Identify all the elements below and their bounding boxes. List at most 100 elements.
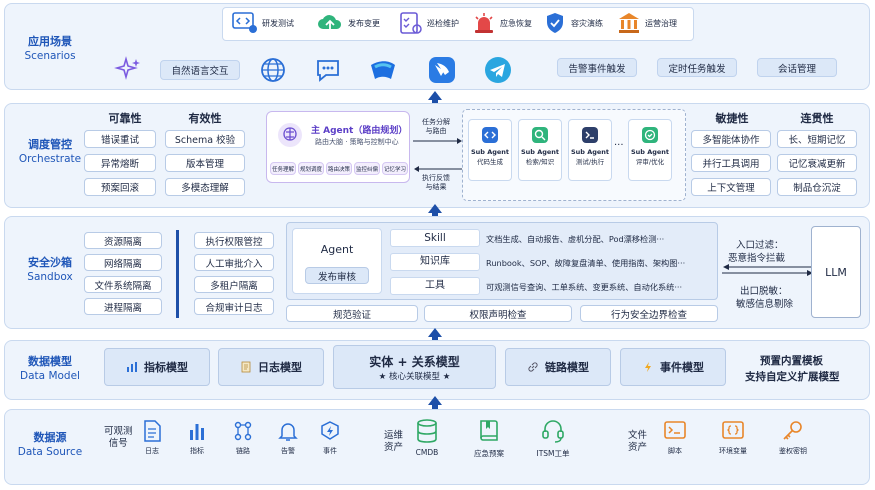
ops-item-label: 应急预案 [474,449,504,458]
obs-item-alert: 告警 [274,420,302,456]
orchestrate-title-cn: 调度管控 [28,138,72,151]
layer-arrow [428,91,442,104]
agent-tag: 任务理解 [270,162,296,175]
workbench-logo-icon [371,61,395,79]
isolation-item: 进程隔离 [84,298,162,315]
sandbox-title-cn: 安全沙箱 [28,256,72,269]
obs-label-line: 可观测 [104,426,133,437]
scenario-release: 发布变更 [316,11,380,35]
bar-chart-icon [190,424,204,440]
obs-item-label: 链路 [236,447,250,455]
scenarios-title-cn: 应用场景 [28,35,72,48]
sub-agent-card: Sub Agent 评审/优化 [628,119,672,181]
event-model-box: 事件模型 [620,348,726,386]
agent-tag: 监控纠偏 [354,162,380,175]
control-item: 合规审计日志 [194,298,274,315]
model-label: 链路模型 [545,361,589,374]
entity-relation-sub: ★ 核心关联模型 ★ [378,371,451,382]
bank-icon [619,13,639,33]
sub-agent-name: Sub Agent [520,148,560,156]
datamodel-title-cn: 数据模型 [28,355,72,368]
agent-tag: 规划调度 [298,162,324,175]
model-label: 日志模型 [258,361,302,374]
scenario-rd-test: 研发测试 [232,11,294,35]
coherence-item: 记忆衰减更新 [777,154,857,172]
link-icon [528,362,538,372]
shield-icon [547,13,563,33]
ops-item-itsm: ITSM工单 [528,418,578,459]
tools-row: 工具 [390,277,480,295]
terminal-icon [664,421,686,439]
effectiveness-item: 多模态理解 [165,178,245,196]
telegram-logo-icon [485,57,511,83]
scenarios-title: 应用场景 Scenarios [6,35,94,63]
obs-signal-label: 可观测 信号 [104,426,133,450]
sub-agent-role: 检索/知识 [525,158,555,166]
lightning-icon [645,362,651,372]
layer-arrow [428,204,442,217]
chat-bubble-icon [317,60,339,82]
preset-template-text: 预置内置模板 [760,355,823,367]
sub-agent-name: Sub Agent [470,148,510,156]
orchestrate-title-en: Orchestrate [18,153,82,165]
code-monitor-icon [232,12,257,33]
effectiveness-item: Schema 校验 [165,130,245,148]
obs-label-line: 信号 [108,438,128,449]
schedule-trigger-box: 定时任务触发 [657,58,737,77]
globe-icon [261,58,285,82]
agent-box: Agent 发布审核 [292,228,382,294]
scenario-label: 研发测试 [262,18,294,28]
siren-icon [475,13,493,33]
ops-label-line: 运维 [384,430,404,441]
effectiveness-item: 版本管理 [165,154,245,172]
document-icon [241,361,251,373]
cloud-upload-icon [318,15,342,30]
reliability-header: 可靠性 [108,112,142,125]
agility-header: 敏捷性 [715,112,749,125]
ops-item-cmdb: CMDB [410,418,444,457]
sub-agent-name: Sub Agent [570,148,610,156]
scenarios-top-strip [222,7,694,41]
lightning-circle-icon [321,421,339,440]
agent-tag: 路由决策 [326,162,352,175]
skill-desc: 文档生成、自动报告、虚机分配、Pod漂移检测··· [486,234,665,244]
file-item-label: 鉴权密钥 [779,447,807,455]
tools-desc: 可观测信号查询、工单系统、变更系统、自动化系统··· [486,282,683,292]
scenarios-title-en: Scenarios [24,50,76,62]
sub-agent-card: Sub Agent 检索/知识 [518,119,562,181]
scenario-label: 发布变更 [348,18,380,28]
coherence-item: 长、短期记忆 [777,130,857,148]
control-item: 人工审批介入 [194,254,274,271]
key-icon [783,421,802,440]
braces-icon [722,421,744,439]
check-item: 行为安全边界检查 [580,305,718,322]
main-agent-title: 主 Agent（路由规划） [311,126,408,136]
check-circle-icon [642,127,658,143]
agility-item: 多智能体协作 [691,130,771,148]
brain-icon [278,123,302,147]
vertical-divider [176,230,179,318]
sandbox-title-en: Sandbox [27,271,73,283]
model-label: 事件模型 [660,361,704,374]
sandbox-title: 安全沙箱 Sandbox [6,256,94,284]
datasource-title: 数据源 Data Source [6,431,94,459]
bell-icon [278,423,298,441]
main-agent-tags: 任务理解 规划调度 路由决策 监控纠偏 记忆学习 [270,162,408,175]
obs-item-trace: 链路 [229,420,257,456]
ops-item-label: ITSM工单 [536,449,570,458]
agility-item: 并行工具调用 [691,154,771,172]
session-manage-box: 会话管理 [757,58,837,77]
reliability-item: 异常熔断 [84,154,156,172]
publish-review-box: 发布审核 [305,267,369,284]
sub-agent-role: 代码生成 [477,158,503,166]
datasource-title-cn: 数据源 [33,431,67,444]
ops-item-plan: 应急预案 [466,418,512,459]
book-icon [480,420,498,441]
skill-row: Skill [390,229,480,247]
file-label-line: 资产 [628,442,648,453]
scenario-label: 容灾演练 [571,18,603,28]
file-text-icon [144,420,161,442]
sub-agent-role: 评审/优化 [635,158,665,166]
scenario-governance: 运营治理 [617,11,677,35]
check-item: 权限声明检查 [424,305,572,322]
